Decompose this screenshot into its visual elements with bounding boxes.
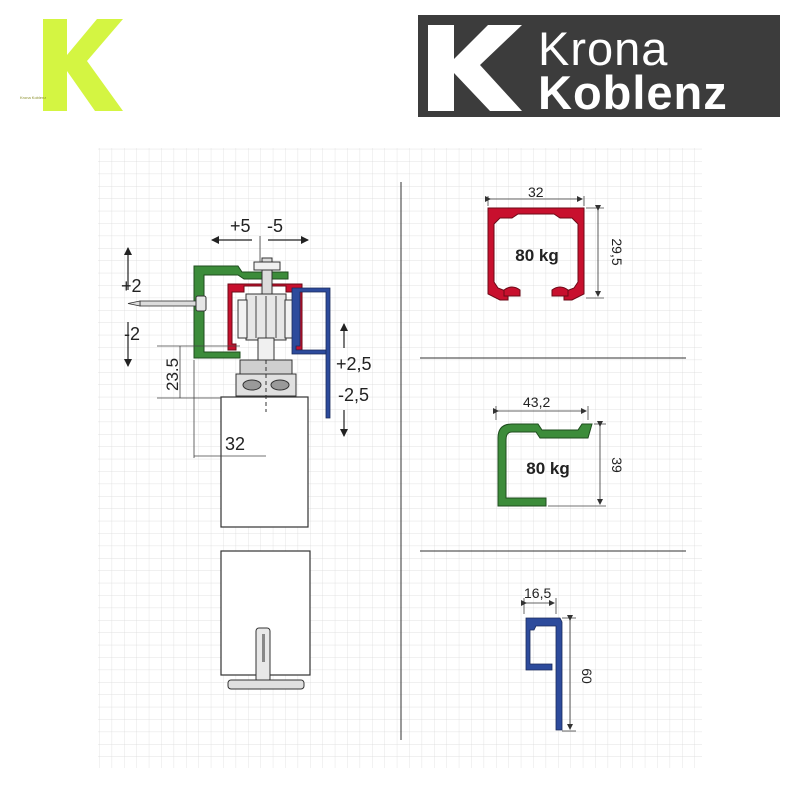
profile-red-track: 32 29,5 80 kg	[485, 184, 625, 301]
brand-name-line-1: Krona	[538, 22, 669, 75]
brand-k-icon	[428, 25, 522, 111]
adjust-horizontal-plus: +5	[230, 216, 251, 236]
adjust-depth-plus: +2	[121, 276, 142, 296]
k-logo-icon	[43, 19, 123, 111]
dimension-width-label: 32	[225, 434, 245, 454]
door-hanger	[235, 359, 297, 412]
brand-name-line-2: Koblenz	[538, 66, 728, 119]
adjust-depth-minus: -2	[124, 324, 140, 344]
blue-cover-profile	[525, 617, 563, 731]
adjust-horizontal-minus: -5	[267, 216, 283, 236]
green-load-label: 80 kg	[526, 459, 569, 478]
door-assembly: +5 -5 +2 -2 +2,5 -2,5 23.5 32	[121, 216, 372, 690]
green-width-label: 43,2	[523, 394, 550, 410]
floor-guide	[227, 627, 305, 690]
profile-blue-cover: 16,5 60	[521, 585, 595, 732]
profile-green-bracket: 43,2 39 80 kg	[493, 394, 625, 507]
dimension-height-label: 23.5	[163, 358, 182, 391]
green-height-label: 39	[609, 457, 625, 473]
green-bracket	[193, 265, 289, 359]
brand-wordmark: Krona Koblenz	[418, 15, 780, 117]
red-height-label: 29,5	[609, 238, 625, 265]
green-bracket-profile	[497, 423, 593, 507]
blue-height-label: 60	[579, 668, 595, 684]
red-load-label: 80 kg	[515, 246, 558, 265]
door-panel-upper	[220, 396, 309, 528]
red-width-label: 32	[528, 184, 544, 200]
logo-small-text: Krona Koblenz	[20, 95, 47, 100]
blue-cover	[291, 287, 331, 419]
trolley	[237, 257, 295, 361]
blue-width-label: 16,5	[524, 585, 551, 601]
adjust-height-plus: +2,5	[336, 354, 372, 374]
wall-screw	[127, 295, 207, 312]
adjust-height-minus: -2,5	[338, 385, 369, 405]
